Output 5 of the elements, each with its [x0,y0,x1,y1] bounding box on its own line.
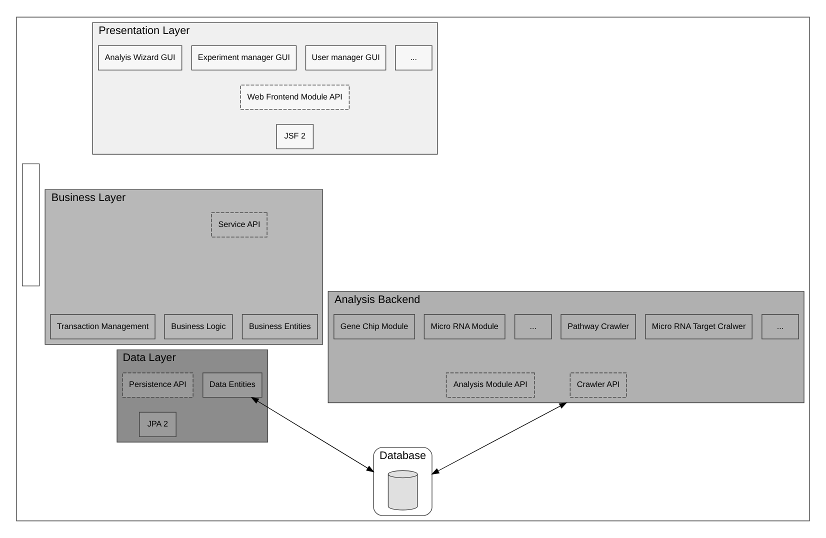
cluster [16,16,810,522]
arrow [431,402,568,475]
node-bar [22,163,40,286]
arrow [250,396,374,472]
cluster: Database [373,447,432,516]
